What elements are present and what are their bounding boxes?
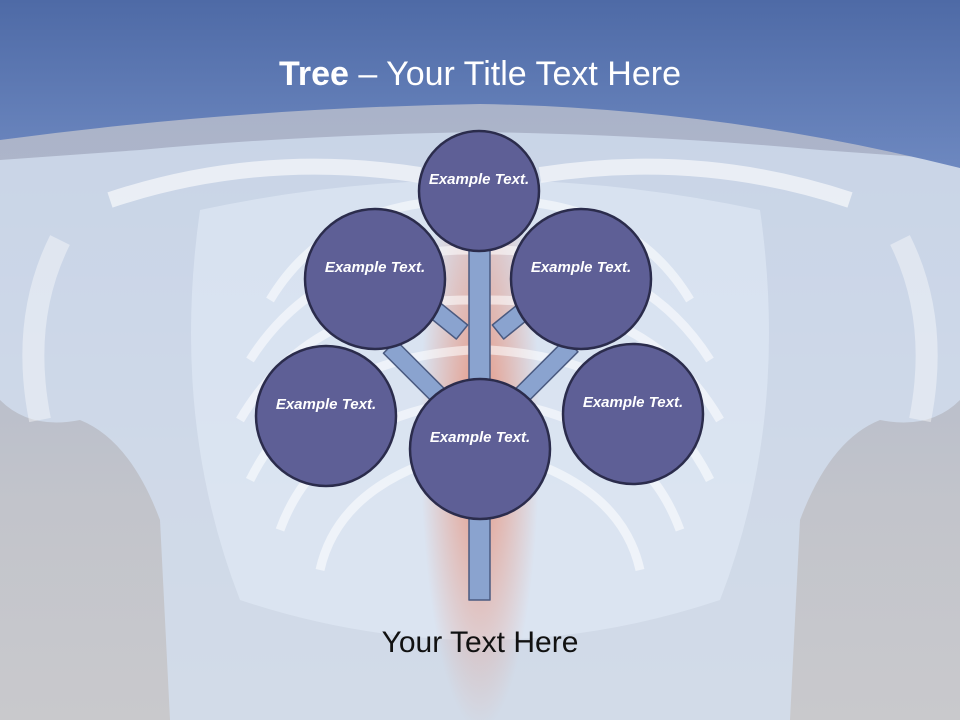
node-upper-left [303, 207, 447, 351]
node-lower-left [254, 344, 398, 488]
caption-text: Your Text Here [381, 626, 579, 659]
title-rest: – Your Title Text Here [348, 55, 681, 93]
tree-nodes [254, 129, 705, 521]
slide-title: Tree – Your Title Text Here [0, 50, 960, 98]
node-center [408, 377, 552, 521]
node-lower-left-label: Example Text. [275, 396, 377, 413]
node-top-label: Example Text. [428, 171, 530, 188]
node-top [417, 129, 541, 253]
title-bold: Tree [279, 55, 349, 93]
node-upper-left-label: Example Text. [324, 259, 426, 276]
header-band [0, 0, 960, 168]
node-upper-right-label: Example Text. [530, 259, 632, 276]
node-lower-right-label: Example Text. [582, 394, 684, 411]
node-center-label: Example Text. [429, 429, 531, 446]
node-upper-right [509, 207, 653, 351]
node-lower-right [561, 342, 705, 486]
shoulders [107, 158, 853, 208]
